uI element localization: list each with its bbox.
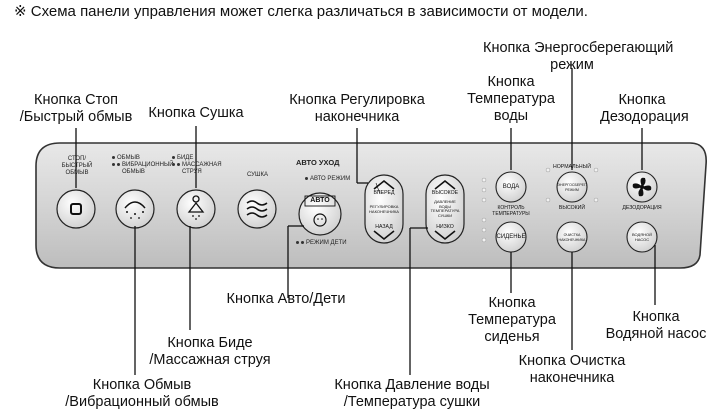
nozzle-adjust-rocker: [364, 174, 404, 244]
bidet-icon: [187, 195, 205, 213]
deodor-label: ДЕЗОДОРАЦИЯ: [622, 205, 662, 211]
kids-mode-label: РЕЖИМ ДЕТИ: [296, 240, 347, 247]
high2-label: ВЫСОКИЙ: [558, 205, 586, 211]
stop-icon: [70, 203, 82, 215]
model-note: ※ Схема панели управления может слегка р…: [14, 3, 588, 20]
wash-button: [115, 189, 155, 229]
callout-wash: Кнопка Обмыв/Вибрационный обмыв: [65, 377, 219, 410]
auto-mode-label: АВТО РЕЖИМ: [305, 176, 350, 183]
pump-button: [626, 221, 658, 253]
callout-dry: Кнопка Сушка: [148, 105, 244, 121]
forward-label: ВПЕРЕД: [373, 190, 395, 196]
callout-bidet: Кнопка Биде/Массажная струя: [149, 335, 271, 368]
stop-button: [56, 189, 96, 229]
fan-icon: [632, 177, 652, 197]
pressure-rocker: [425, 174, 465, 244]
leader-lines: [75, 68, 656, 375]
back-label: НАЗАД: [375, 224, 393, 230]
wash-label: ОБМЫВ ВИБРАЦИОННЫЙ ОБМЫВ: [112, 155, 174, 176]
child-icon: [313, 213, 327, 227]
callout-stop: Кнопка Стоп/Быстрый обмыв: [19, 92, 133, 125]
seat-label: СИДЕНЬЕ: [496, 234, 526, 240]
bidet-button: [176, 189, 216, 229]
high-label: ВЫСОКОЕ: [431, 190, 459, 196]
dry-label: СУШКА: [247, 172, 268, 178]
energy-button-text: ЭНЕРГОСБЕРЕГ.РЕЖИМ: [557, 183, 587, 192]
normal-label: НОРМАЛЬНЫЙ: [553, 164, 591, 170]
water-label: ВОДА: [502, 184, 520, 190]
energy-button: [556, 171, 588, 203]
auto-button-text: АВТО: [310, 197, 330, 204]
callout-pressure: Кнопка Давление воды/Температура сушки: [334, 377, 490, 410]
bidet-label: БИДЕ МАССАЖНАЯ СТРУЯ: [172, 155, 222, 176]
low-label: НИЗКО: [436, 224, 454, 230]
wash-icon: [124, 201, 146, 209]
auto-care-label: АВТО УХОД: [296, 158, 340, 167]
callout-auto-kids: Кнопка Авто/Дети: [226, 291, 346, 307]
dry-icon: [246, 200, 268, 218]
water-temp-button: [495, 171, 527, 203]
